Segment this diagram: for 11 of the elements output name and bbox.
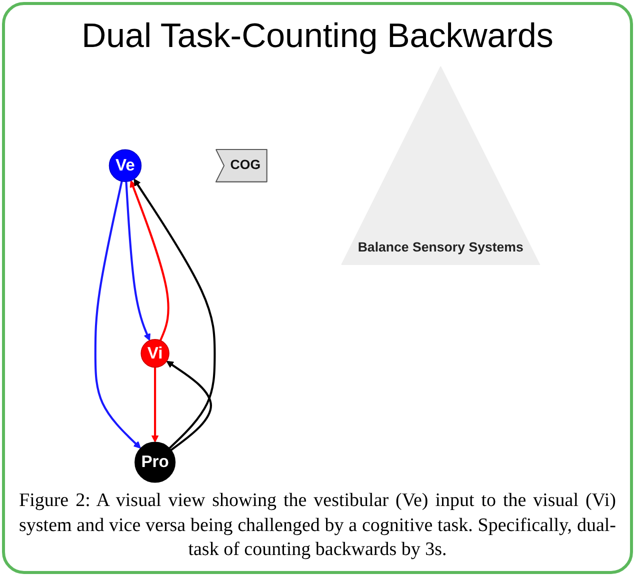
node-circle: Pro [134,442,176,483]
arrow [151,367,159,442]
arrow [134,178,216,449]
arrow [94,180,141,449]
diagram-title: Dual Task-Counting Backwards [80,17,554,56]
node-circle: Vi [140,339,170,368]
arrow [130,180,170,341]
arrow [166,360,212,451]
arrow [125,181,150,341]
figure-caption: Figure 2: A visual view showing the vestibular (Ve) input to the visual (Vi) system and vice versa being challenged by a cognitive task. Specifically, dual- task of counting backwards by 3s. [19,488,616,562]
node-circle: Ve [108,149,142,182]
